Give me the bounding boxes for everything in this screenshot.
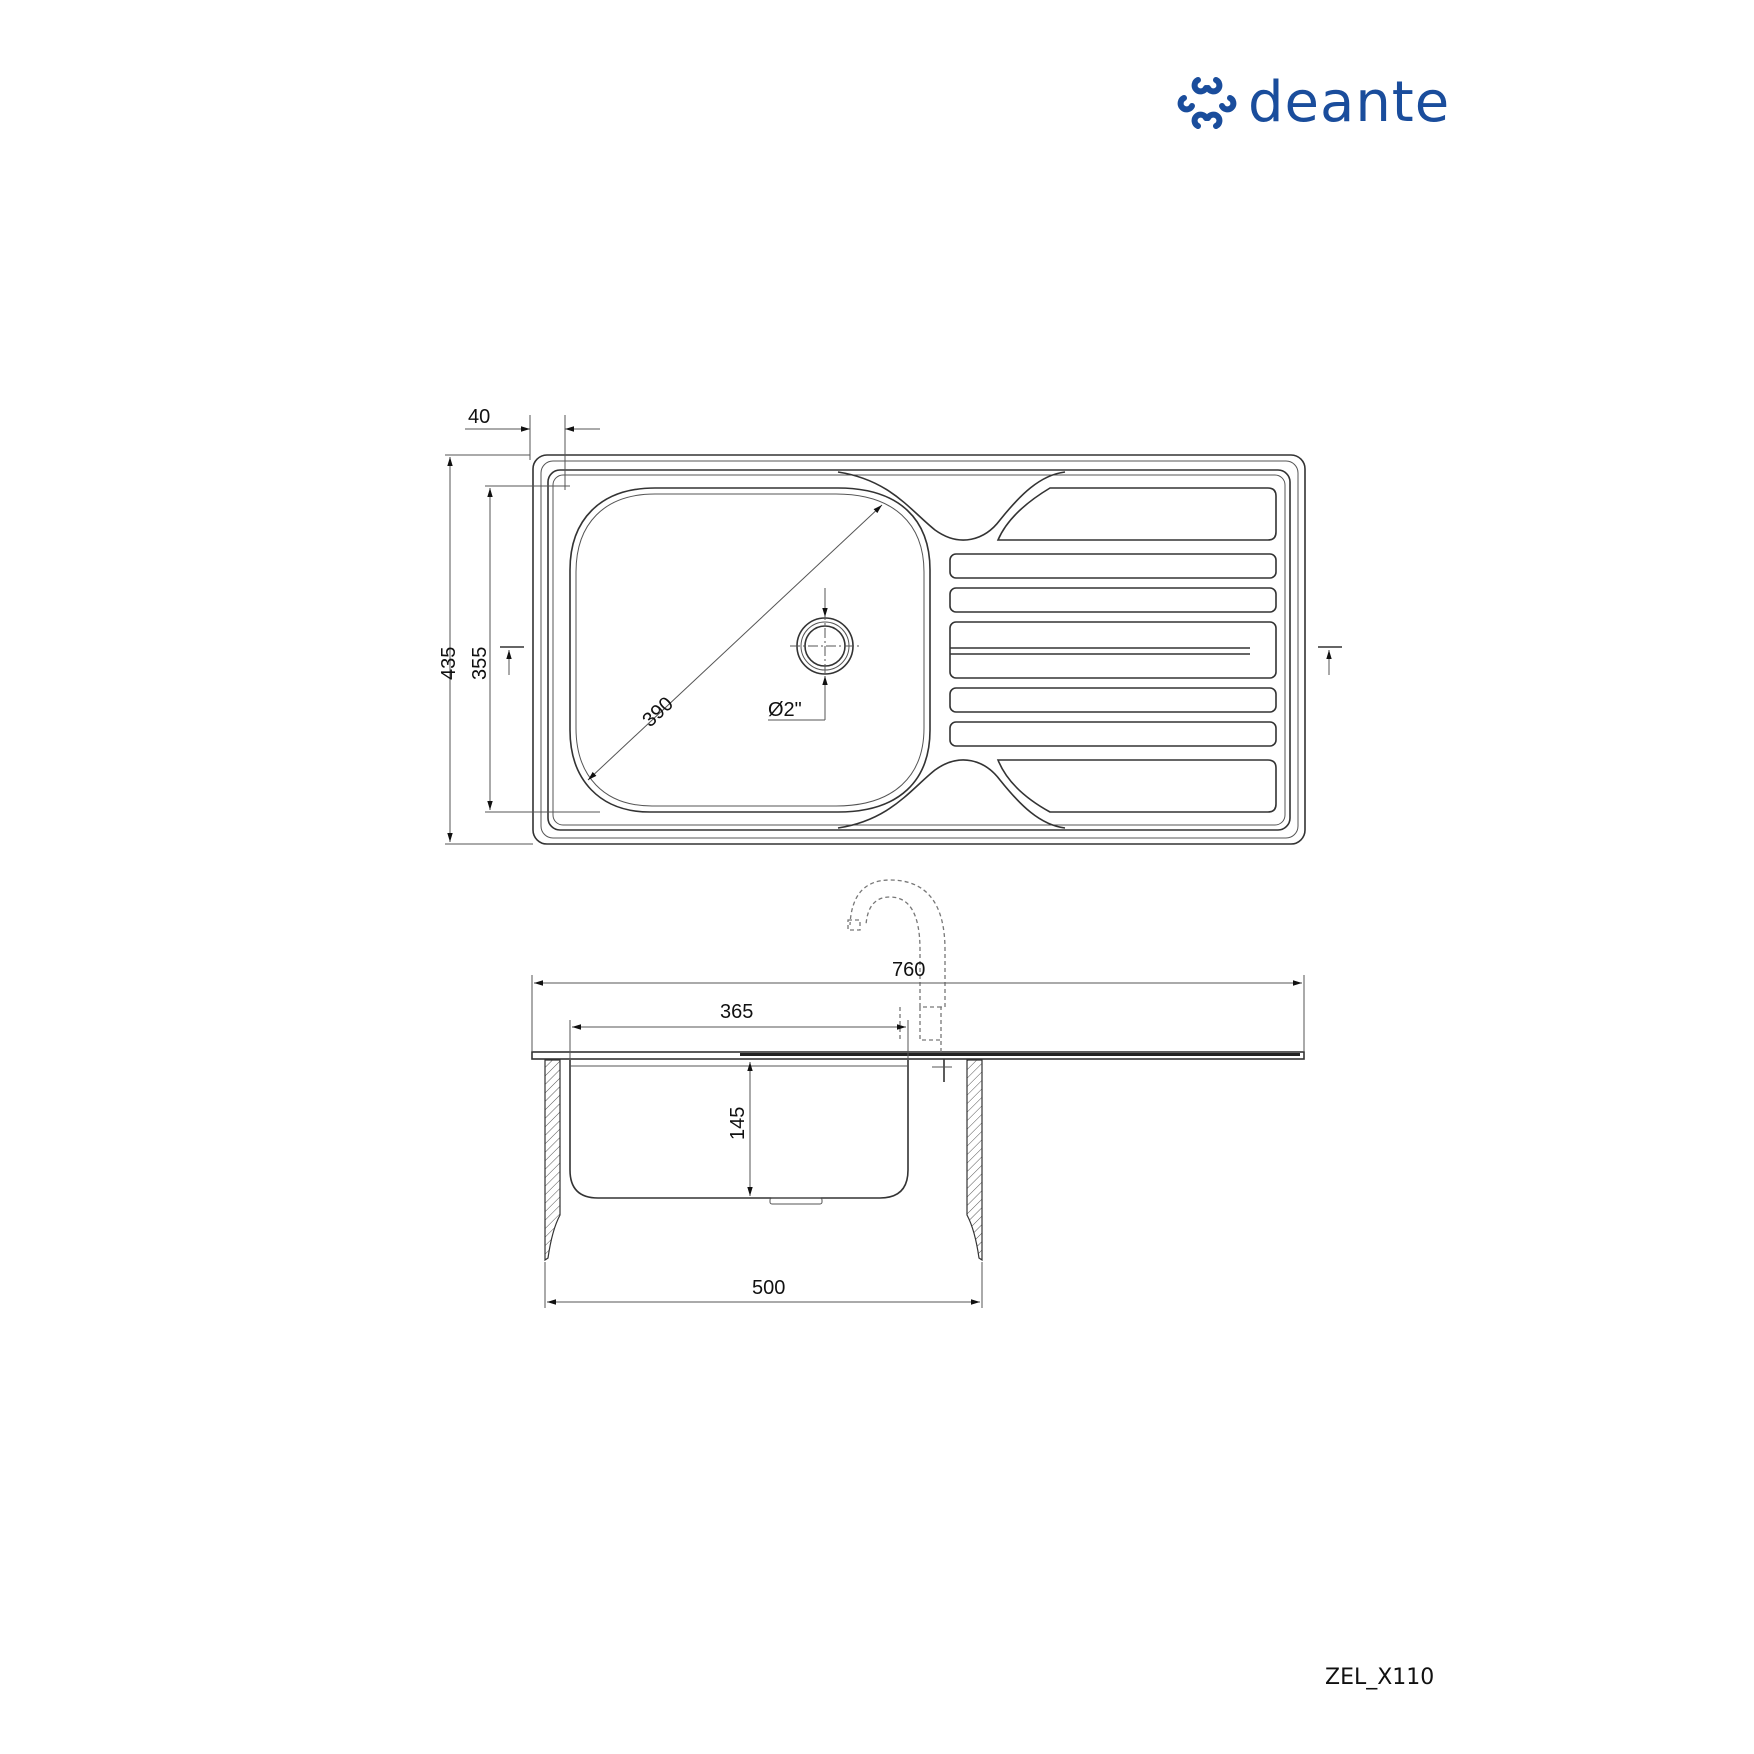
dim-flange-offset: 40: [468, 406, 490, 428]
dim-bowl-diagonal: 390: [638, 693, 677, 732]
drainboard-ribs: [949, 487, 1277, 813]
side-bowl: [569, 1060, 909, 1199]
faucet-outline: [849, 879, 946, 1052]
dim-overall-length: 760: [892, 959, 925, 981]
dim-cabinet-width: 500: [752, 1277, 785, 1299]
dim-overall-depth: 435: [438, 647, 460, 680]
sink-outer-rim: [532, 454, 1306, 845]
sink-bowl: [569, 487, 931, 813]
deante-logo-icon: [1177, 77, 1237, 129]
dim-drain-diameter: Ø2": [768, 699, 802, 721]
brand-name: deante: [1248, 70, 1451, 135]
section-marker-left: [500, 646, 524, 675]
cabinet-wall-left: [544, 1059, 561, 1262]
brand-logo: deante: [1176, 72, 1450, 134]
dim-bowl-depth: 355: [469, 647, 491, 680]
section-marker-right: [1318, 646, 1342, 675]
top-view: Ø2" 390 40 435 355: [438, 406, 1342, 845]
product-code: ZEL_X110: [1325, 1665, 1435, 1690]
dim-bowl-height: 145: [727, 1107, 749, 1140]
dim-bowl-length: 365: [720, 1001, 753, 1023]
side-view: 760 365 145 500: [531, 879, 1305, 1308]
cabinet-wall-right: [966, 1059, 983, 1262]
